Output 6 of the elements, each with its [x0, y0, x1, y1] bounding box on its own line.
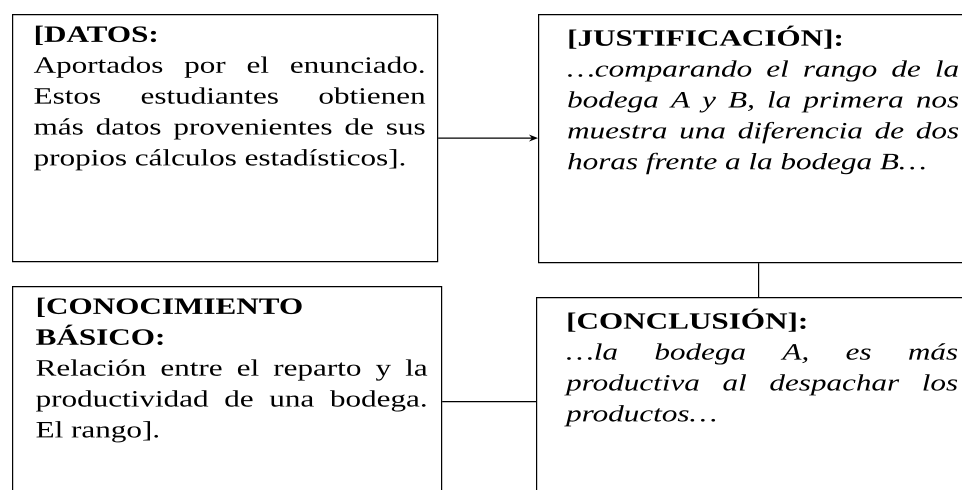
text-box: [DATOS: Aportados por el enunciado. Estos estudiantes obtienen más datos provenientes de sus propios cálculos estadísticos].: [12, 14, 438, 262]
connector-line: [758, 263, 760, 297]
text-box: [JUSTIFICACIÓN]: …comparando el rango de la bodega A y B, la primera nos muestra una diferencia de dos horas frente a la bodega B…: [538, 14, 962, 264]
connector-line: [442, 401, 536, 402]
text-box: [CONOCIMIENTO BÁSICO: Relación entre el reparto y la productividad de una bodega. El rango].: [12, 286, 442, 490]
text-box: [CONCLUSIÓN]: …la bodega A, es más productiva al despachar los productos…: [536, 297, 962, 490]
